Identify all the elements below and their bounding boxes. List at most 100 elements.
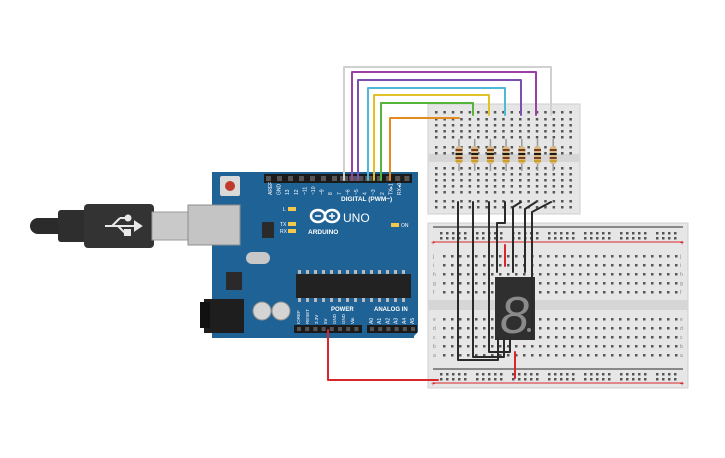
- breadboard-hole[interactable]: [507, 255, 510, 258]
- breadboard-hole[interactable]: [467, 336, 470, 339]
- rail-hole[interactable]: [452, 237, 455, 240]
- breadboard-hole[interactable]: [651, 336, 654, 339]
- breadboard-hole[interactable]: [561, 200, 564, 203]
- breadboard-hole[interactable]: [547, 336, 550, 339]
- breadboard-hole[interactable]: [675, 273, 678, 276]
- rail-hole[interactable]: [440, 237, 443, 240]
- breadboard-hole[interactable]: [619, 327, 622, 330]
- rail-hole[interactable]: [656, 373, 659, 376]
- breadboard-hole[interactable]: [493, 111, 497, 114]
- breadboard-hole[interactable]: [561, 173, 564, 176]
- breadboard-hole[interactable]: [443, 191, 446, 194]
- breadboard-hole[interactable]: [571, 327, 574, 330]
- breadboard-hole[interactable]: [561, 167, 564, 170]
- rail-hole[interactable]: [494, 373, 497, 376]
- breadboard-hole[interactable]: [510, 130, 514, 133]
- breadboard-hole[interactable]: [460, 206, 463, 209]
- rail-hole[interactable]: [548, 237, 551, 240]
- rail-hole[interactable]: [446, 237, 449, 240]
- rail-hole[interactable]: [620, 232, 623, 235]
- wire-white[interactable]: [343, 66, 552, 181]
- breadboard-hole[interactable]: [611, 318, 614, 321]
- breadboard-hole[interactable]: [515, 354, 518, 357]
- breadboard-hole[interactable]: [587, 336, 590, 339]
- rail-hole[interactable]: [512, 373, 515, 376]
- breadboard-hole[interactable]: [627, 264, 630, 267]
- breadboard-hole[interactable]: [485, 179, 488, 182]
- breadboard-hole[interactable]: [561, 185, 564, 188]
- breadboard-hole[interactable]: [555, 282, 558, 285]
- breadboard-hole[interactable]: [485, 118, 488, 121]
- breadboard-hole[interactable]: [635, 264, 638, 267]
- breadboard-hole[interactable]: [651, 345, 654, 348]
- breadboard-hole[interactable]: [493, 118, 497, 121]
- breadboard-hole[interactable]: [519, 124, 522, 127]
- breadboard-hole[interactable]: [483, 273, 486, 276]
- breadboard-hole[interactable]: [579, 255, 582, 258]
- rail-hole[interactable]: [596, 378, 599, 381]
- breadboard-hole[interactable]: [667, 354, 670, 357]
- breadboard-hole[interactable]: [535, 136, 539, 139]
- header-pin-hole[interactable]: [313, 327, 318, 331]
- breadboard-hole[interactable]: [619, 264, 622, 267]
- breadboard-hole[interactable]: [587, 273, 590, 276]
- rail-hole[interactable]: [584, 237, 587, 240]
- breadboard-hole[interactable]: [539, 291, 542, 294]
- breadboard-hole[interactable]: [544, 130, 547, 133]
- breadboard-hole[interactable]: [552, 173, 556, 176]
- breadboard-hole[interactable]: [507, 354, 510, 357]
- breadboard-hole[interactable]: [544, 152, 547, 155]
- breadboard-hole[interactable]: [675, 282, 678, 285]
- breadboard-hole[interactable]: [485, 136, 488, 139]
- breadboard-hole[interactable]: [627, 345, 630, 348]
- wire-cyan[interactable]: [367, 87, 506, 181]
- breadboard-hole[interactable]: [603, 291, 606, 294]
- breadboard-hole[interactable]: [659, 291, 662, 294]
- breadboard-hole[interactable]: [667, 336, 670, 339]
- breadboard-hole[interactable]: [547, 273, 550, 276]
- breadboard-hole[interactable]: [544, 200, 547, 203]
- breadboard-hole[interactable]: [451, 345, 454, 348]
- breadboard-hole[interactable]: [571, 318, 574, 321]
- header-pin-hole[interactable]: [404, 176, 410, 181]
- breadboard-hole[interactable]: [451, 111, 455, 114]
- resistor[interactable]: [455, 139, 463, 171]
- rail-hole[interactable]: [446, 373, 449, 376]
- rail-hole[interactable]: [668, 232, 671, 235]
- breadboard-hole[interactable]: [485, 167, 488, 170]
- breadboard-hole[interactable]: [443, 327, 446, 330]
- breadboard-hole[interactable]: [493, 179, 497, 182]
- rail-hole[interactable]: [464, 237, 467, 240]
- rail-hole[interactable]: [656, 237, 659, 240]
- breadboard-hole[interactable]: [502, 118, 505, 121]
- rail-hole[interactable]: [644, 237, 647, 240]
- rail-hole[interactable]: [458, 237, 461, 240]
- breadboard-hole[interactable]: [569, 146, 572, 149]
- breadboard-hole[interactable]: [485, 200, 488, 203]
- breadboard-hole[interactable]: [539, 354, 542, 357]
- breadboard-hole[interactable]: [555, 345, 558, 348]
- rail-hole[interactable]: [620, 373, 623, 376]
- breadboard-hole[interactable]: [611, 345, 614, 348]
- breadboard-hole[interactable]: [451, 173, 455, 176]
- rail-hole[interactable]: [548, 378, 551, 381]
- breadboard-hole[interactable]: [435, 130, 438, 133]
- breadboard-hole[interactable]: [443, 136, 446, 139]
- breadboard-hole[interactable]: [595, 336, 598, 339]
- breadboard-hole[interactable]: [510, 179, 514, 182]
- breadboard-hole[interactable]: [477, 118, 480, 121]
- breadboard-hole[interactable]: [619, 255, 622, 258]
- breadboard-hole[interactable]: [467, 354, 470, 357]
- breadboard-hole[interactable]: [523, 273, 526, 276]
- breadboard-hole[interactable]: [443, 264, 446, 267]
- breadboard-hole[interactable]: [561, 136, 564, 139]
- header-pin-hole[interactable]: [340, 176, 345, 181]
- rail-hole[interactable]: [626, 232, 629, 235]
- breadboard-hole[interactable]: [485, 206, 488, 209]
- breadboard-hole[interactable]: [603, 327, 606, 330]
- breadboard-hole[interactable]: [475, 264, 478, 267]
- breadboard-hole[interactable]: [571, 282, 574, 285]
- breadboard-hole[interactable]: [510, 152, 514, 155]
- breadboard-hole[interactable]: [468, 111, 472, 114]
- breadboard-hole[interactable]: [635, 327, 638, 330]
